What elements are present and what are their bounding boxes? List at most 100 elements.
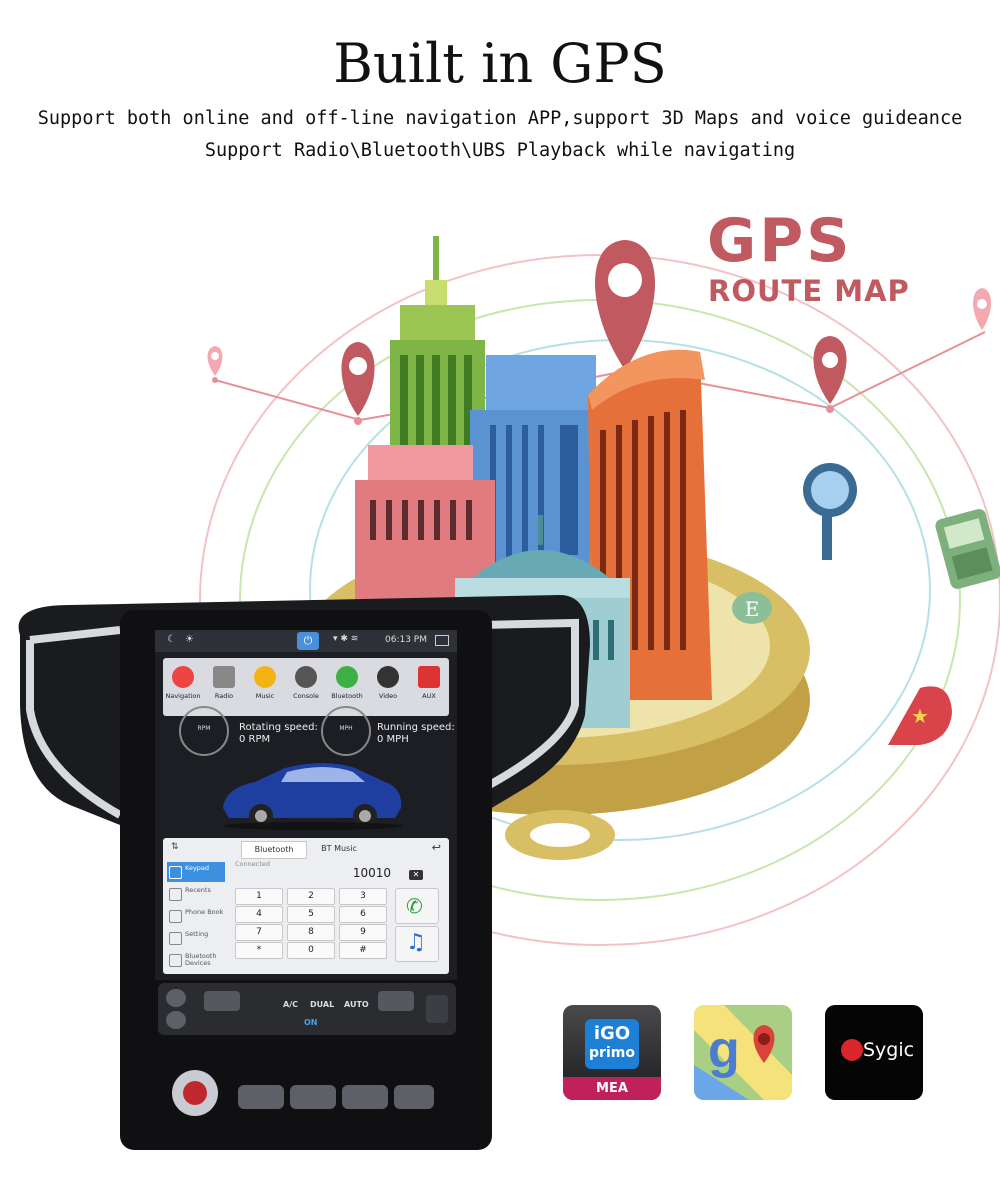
back-button-icon[interactable] <box>166 1011 186 1029</box>
bottom-control-button-2[interactable] <box>290 1085 336 1109</box>
wifi-bt-status-icons: ▾ ✱ ≋ <box>333 634 359 644</box>
hazard-button[interactable] <box>172 1070 218 1116</box>
svg-text:★: ★ <box>911 704 929 728</box>
dual-button[interactable]: DUAL <box>310 1000 335 1009</box>
subtitle-line-1: Support both online and off-line navigat… <box>37 108 963 129</box>
side-item-bluetooth-devices[interactable]: Bluetooth Devices <box>167 950 225 970</box>
setting-icon <box>169 932 182 945</box>
bluetooth-panel: ⇅ Bluetooth BT Music ↩ Keypad Recents Ph… <box>163 838 449 974</box>
route-map-heading: ROUTE MAP <box>708 274 910 308</box>
gps-heading: GPS <box>707 206 853 276</box>
back-icon[interactable]: ↩ <box>431 841 441 854</box>
rpm-gauge: RPM <box>179 706 229 756</box>
call-button[interactable]: ✆ <box>395 888 439 924</box>
auto-button[interactable]: AUTO <box>344 1000 369 1009</box>
bt-menu-icon[interactable]: ⇅ <box>171 842 179 852</box>
keypad-icon <box>169 866 182 879</box>
music-note-icon: ♫ <box>406 930 426 955</box>
status-time: 06:13 PM <box>385 635 427 645</box>
console-icon <box>295 666 317 688</box>
sygic-text: Sygic <box>863 1039 915 1061</box>
rotating-speed-value: 0 RPM <box>239 734 271 745</box>
power-icon[interactable]: ⏻ <box>297 632 319 650</box>
dial-number-display[interactable]: 10010 <box>352 866 391 880</box>
connection-status: Connected <box>235 860 271 868</box>
video-icon <box>377 666 399 688</box>
ac-button[interactable]: A/C <box>283 1000 298 1009</box>
nav-item-console[interactable]: Console <box>286 662 326 700</box>
google-maps-icon: g <box>694 1005 792 1100</box>
bluetooth-devices-icon <box>169 954 182 967</box>
tab-bluetooth[interactable]: Bluetooth <box>241 841 307 859</box>
route-pin-1 <box>207 346 223 383</box>
tab-bt-music[interactable]: BT Music <box>321 844 357 853</box>
running-speed-label: Running speed: <box>377 722 455 733</box>
nav-item-music[interactable]: Music <box>245 662 285 700</box>
key-7[interactable]: 7 <box>235 924 283 941</box>
bluetooth-icon <box>336 666 358 688</box>
side-item-phone-book[interactable]: Phone Book <box>167 906 225 926</box>
igo-primo-app-icon[interactable]: iGO primo MEA <box>563 1005 661 1100</box>
bottom-control-button-3[interactable] <box>342 1085 388 1109</box>
primo-text: primo <box>589 1045 635 1061</box>
brightness-icon: ☀ <box>185 634 194 645</box>
fan-speed-button[interactable] <box>426 995 448 1023</box>
sygic-logo-icon <box>841 1039 863 1061</box>
nav-item-radio[interactable]: Radio <box>204 662 244 700</box>
key-4[interactable]: 4 <box>235 906 283 923</box>
route-pin-2 <box>341 342 375 425</box>
google-maps-app-icon[interactable]: g <box>694 1005 792 1100</box>
left-temp-knob[interactable] <box>204 991 240 1011</box>
key-2[interactable]: 2 <box>287 888 335 905</box>
route-pin-4 <box>973 288 991 330</box>
key-star[interactable]: * <box>235 942 283 959</box>
mph-gauge: MPH <box>321 706 371 756</box>
svg-text:g: g <box>708 1021 740 1079</box>
key-1[interactable]: 1 <box>235 888 283 905</box>
phone-device-icon <box>935 509 1000 589</box>
svg-text:E: E <box>745 597 760 621</box>
magnifier-icon <box>803 463 857 560</box>
side-item-setting[interactable]: Setting <box>167 928 225 948</box>
key-hash[interactable]: # <box>339 942 387 959</box>
nav-item-aux[interactable]: AUX <box>409 662 449 700</box>
key-0[interactable]: 0 <box>287 942 335 959</box>
status-bar: ☾ ☀ ⏻ ▾ ✱ ≋ 06:13 PM <box>155 630 457 652</box>
route-pin-3 <box>813 336 847 413</box>
key-8[interactable]: 8 <box>287 924 335 941</box>
recent-apps-icon[interactable] <box>435 635 449 646</box>
key-6[interactable]: 6 <box>339 906 387 923</box>
mea-badge: MEA <box>563 1077 661 1100</box>
bt-music-button[interactable]: ♫ <box>395 926 439 962</box>
nav-item-navigation[interactable]: Navigation <box>163 662 203 700</box>
recents-icon <box>169 888 182 901</box>
sygic-app-icon[interactable]: Sygic <box>825 1005 923 1100</box>
head-unit-screen: ☾ ☀ ⏻ ▾ ✱ ≋ 06:13 PM Navigation Radio Mu… <box>155 630 457 980</box>
star-location-pin-icon: ★ <box>888 686 952 745</box>
backspace-icon[interactable]: ✕ <box>409 870 423 880</box>
igo-logo <box>585 1019 639 1069</box>
music-icon <box>254 666 276 688</box>
nav-item-bluetooth[interactable]: Bluetooth <box>327 662 367 700</box>
bottom-control-button-4[interactable] <box>394 1085 434 1109</box>
igo-text: iGO <box>593 1023 631 1044</box>
compass-e-badge: E <box>732 592 772 624</box>
key-9[interactable]: 9 <box>339 924 387 941</box>
route-pin-main <box>595 240 655 370</box>
running-speed-value: 0 MPH <box>377 734 409 745</box>
subtitle-line-2: Support Radio\Bluetooth\UBS Playback whi… <box>204 140 796 161</box>
on-indicator: ON <box>304 1018 318 1027</box>
page-title: Built in GPS <box>333 32 667 95</box>
phone-book-icon <box>169 910 182 923</box>
bottom-control-button-1[interactable] <box>238 1085 284 1109</box>
side-item-recents[interactable]: Recents <box>167 884 225 904</box>
navigation-icon <box>172 666 194 688</box>
key-5[interactable]: 5 <box>287 906 335 923</box>
home-icon[interactable] <box>166 989 186 1007</box>
key-3[interactable]: 3 <box>339 888 387 905</box>
nav-item-video[interactable]: Video <box>368 662 408 700</box>
side-item-keypad[interactable]: Keypad <box>167 862 225 882</box>
climate-control-panel: A/C DUAL AUTO ON <box>158 983 456 1035</box>
right-temp-knob[interactable] <box>378 991 414 1011</box>
rotating-speed-label: Rotating speed: <box>239 722 318 733</box>
